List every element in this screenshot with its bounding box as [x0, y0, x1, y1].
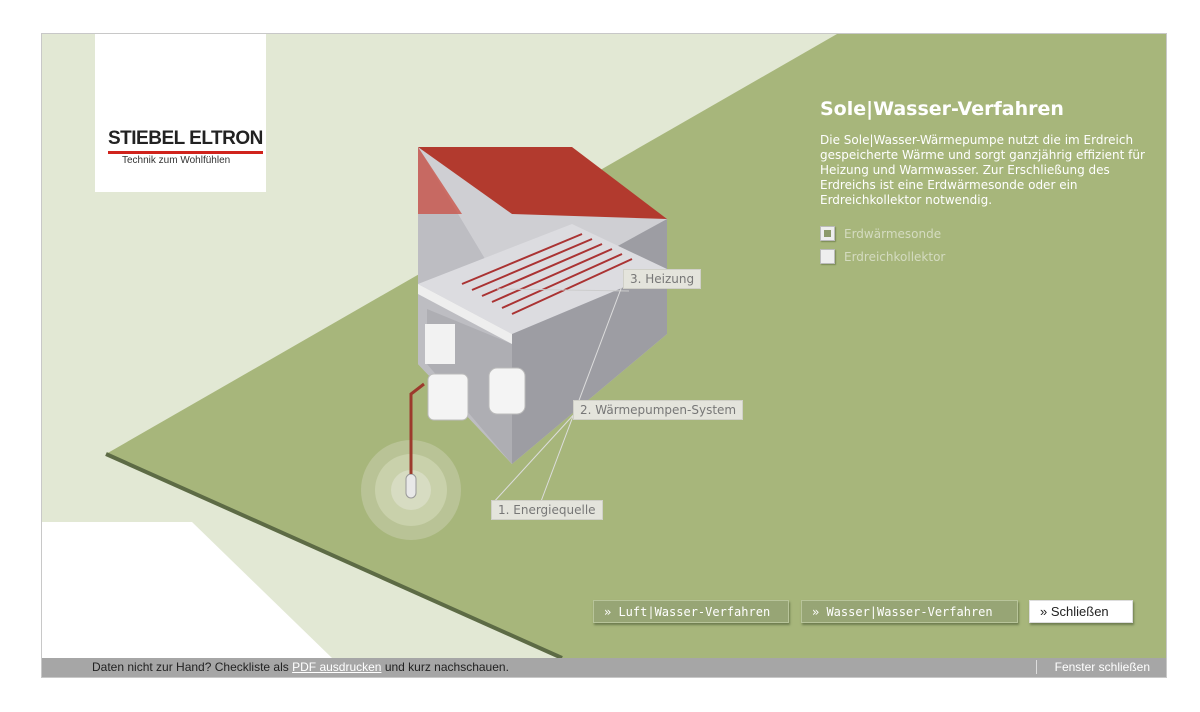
illustration	[42, 34, 1166, 660]
footer-text-end: und kurz nachschauen.	[381, 660, 509, 674]
info-panel: Sole|Wasser-Verfahren Die Sole|Wasser-Wä…	[820, 98, 1160, 264]
footer-text: Daten nicht zur Hand? Checkliste als	[92, 660, 293, 674]
wasser-wasser-button[interactable]: » Wasser|Wasser-Verfahren	[801, 600, 1018, 623]
logo-brand: STIEBEL ELTRON	[108, 128, 263, 154]
close-button[interactable]: » Schließen	[1029, 600, 1133, 623]
checkbox[interactable]	[820, 249, 835, 264]
info-text: Die Sole|Wasser-Wärmepumpe nutzt die im …	[820, 133, 1145, 207]
logo: STIEBEL ELTRON Technik zum Wohlfühlen	[95, 34, 266, 192]
label-heizung[interactable]: 3. Heizung	[623, 269, 702, 289]
pdf-link[interactable]: PDF ausdrucken	[292, 660, 382, 674]
footer-bar: Daten nicht zur Hand? Checkliste als PDF…	[42, 658, 1166, 677]
option-label: Erdwärmesonde	[844, 226, 942, 241]
checkbox-checked[interactable]	[820, 226, 835, 241]
option-erdreichkollektor[interactable]: Erdreichkollektor	[820, 249, 1160, 264]
info-title: Sole|Wasser-Verfahren	[820, 98, 1064, 120]
option-label: Erdreichkollektor	[844, 249, 946, 264]
label-waermepumpen-system[interactable]: 2. Wärmepumpen-System	[573, 400, 744, 420]
label-energiequelle[interactable]: 1. Energiequelle	[491, 500, 603, 520]
app-window: STIEBEL ELTRON Technik zum Wohlfühlen So…	[41, 33, 1167, 678]
luft-wasser-button[interactable]: » Luft|Wasser-Verfahren	[593, 600, 789, 623]
close-window-link[interactable]: Fenster schließen	[1035, 660, 1150, 674]
logo-tagline: Technik zum Wohlfühlen	[122, 155, 231, 166]
option-erdwaermesonde[interactable]: Erdwärmesonde	[820, 226, 1160, 241]
